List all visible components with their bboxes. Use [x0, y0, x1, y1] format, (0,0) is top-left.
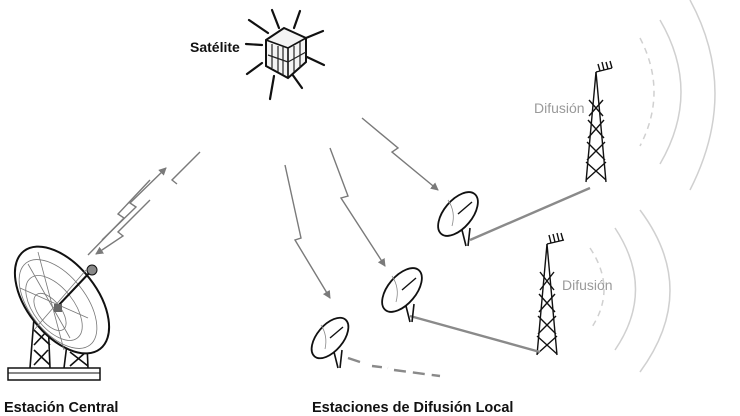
- downlink-signals: [284, 117, 439, 299]
- central-station-dish-icon: [7, 245, 111, 381]
- broadcast-waves-1: [639, 0, 716, 191]
- broadcast-waves-2: [589, 209, 671, 373]
- satellite-icon: [244, 8, 326, 101]
- broadcast-label-1: Difusión: [534, 100, 585, 116]
- station-cables: [347, 186, 591, 378]
- local-dish-2-icon: [381, 267, 423, 323]
- central-station-label: Estación Central: [4, 400, 118, 416]
- broadcast-tower-2-icon: [536, 232, 565, 356]
- satellite-label: Satélite: [190, 39, 240, 55]
- uplink-signal: [87, 151, 201, 256]
- broadcast-tower-1-icon: [585, 60, 613, 183]
- broadcast-label-2: Difusión: [562, 277, 613, 293]
- local-stations-label: Estaciones de Difusión Local: [312, 400, 513, 416]
- local-dish-1-icon: [437, 191, 479, 247]
- local-dish-3-icon: [310, 316, 350, 369]
